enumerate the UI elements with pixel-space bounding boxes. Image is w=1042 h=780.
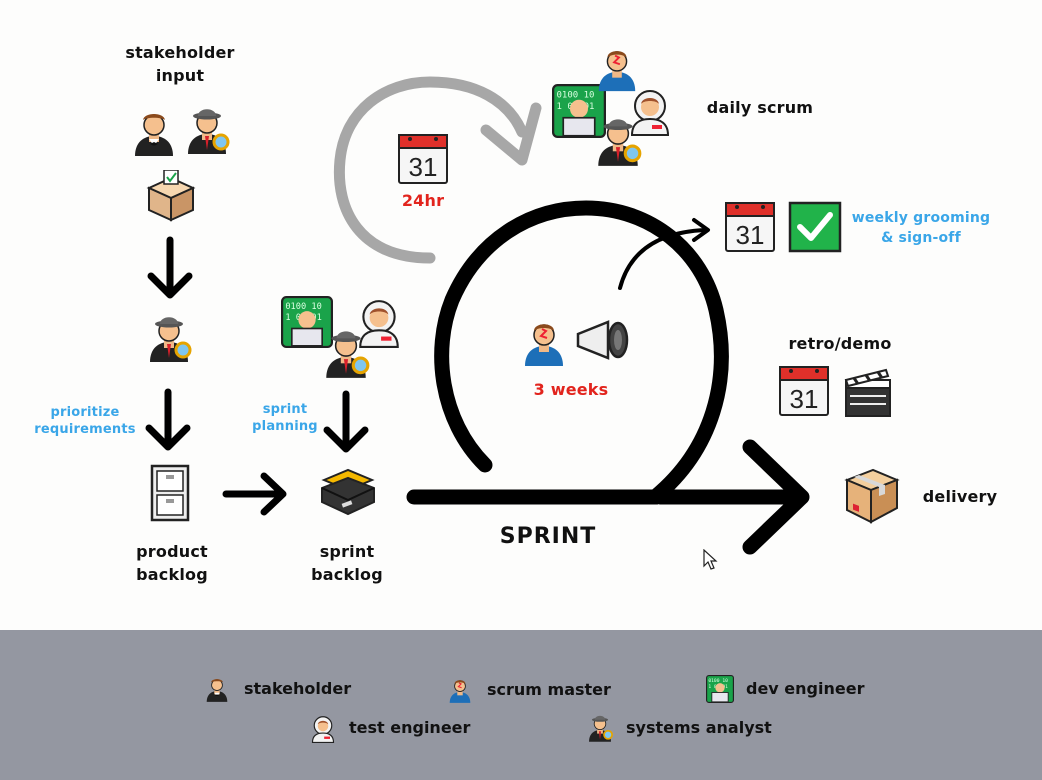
systems-analyst-icon <box>586 714 614 744</box>
ballot-box-icon <box>146 170 196 222</box>
calendar-icon <box>398 134 448 184</box>
legend-item-test-engineer: test engineer <box>309 714 470 744</box>
calendar-icon <box>725 202 775 252</box>
legend-item-dev-engineer: dev engineer <box>705 674 864 705</box>
diagram-arrows <box>145 76 810 555</box>
sprint-loop <box>406 200 729 505</box>
megaphone-icon <box>576 320 629 360</box>
daily-cycle-label: 24hr <box>401 191 445 210</box>
legend-label: scrum master <box>487 680 611 699</box>
prioritize-label: prioritize requirements <box>34 405 136 437</box>
stakeholder-input-label: stakeholder input <box>125 43 235 85</box>
package-icon <box>844 468 900 524</box>
daily-cycle-arrowhead <box>480 102 542 166</box>
sprint-planning-label: sprint planning <box>252 402 318 434</box>
retro-demo-label: retro/demo <box>788 334 892 353</box>
daily-cycle-arrow <box>333 76 528 264</box>
delivery-label: delivery <box>922 487 998 506</box>
dev-engineer-icon <box>705 674 735 704</box>
legend-item-systems-analyst: systems analyst <box>586 714 772 744</box>
legend-label: dev engineer <box>746 679 865 698</box>
systems-analyst-icon <box>592 116 644 170</box>
stakeholder-icon <box>130 108 178 160</box>
systems-analyst-icon <box>144 314 194 366</box>
card-file-box-icon <box>321 468 375 516</box>
test-engineer-icon <box>311 716 335 744</box>
legend-label: test engineer <box>349 718 471 737</box>
sprint-label: SPRINT <box>499 524 597 549</box>
calendar-icon <box>779 366 829 416</box>
mouse-cursor-icon <box>703 549 718 570</box>
filing-cabinet-icon <box>150 464 190 522</box>
check-mark-icon <box>788 201 842 253</box>
sprint-duration-label: 3 weeks <box>533 380 609 399</box>
legend-label: stakeholder <box>244 679 352 698</box>
systems-analyst-icon <box>182 106 232 158</box>
sprint-arrowhead <box>742 439 810 555</box>
weekly-arrow <box>618 228 707 290</box>
legend-label: systems analyst <box>626 718 772 737</box>
legend-item-stakeholder: stakeholder <box>204 675 351 705</box>
scrum-master-icon <box>524 323 564 367</box>
legend: stakeholder scrum master dev engineer te… <box>0 630 1042 780</box>
systems-analyst-icon <box>320 328 372 382</box>
weekly-grooming-label: weekly grooming & sign-off <box>851 210 991 246</box>
legend-item-scrum-master: scrum master <box>447 676 611 706</box>
scrum-diagram: 0100 10 1 01001 31 stakeholder input <box>34 43 998 584</box>
clapper-board-icon <box>844 368 891 417</box>
product-backlog-label: product backlog <box>136 542 208 584</box>
daily-scrum-label: daily scrum <box>706 98 814 117</box>
scrum-master-icon <box>449 679 471 704</box>
stakeholder-icon <box>204 675 230 705</box>
sprint-backlog-label: sprint backlog <box>311 542 383 584</box>
